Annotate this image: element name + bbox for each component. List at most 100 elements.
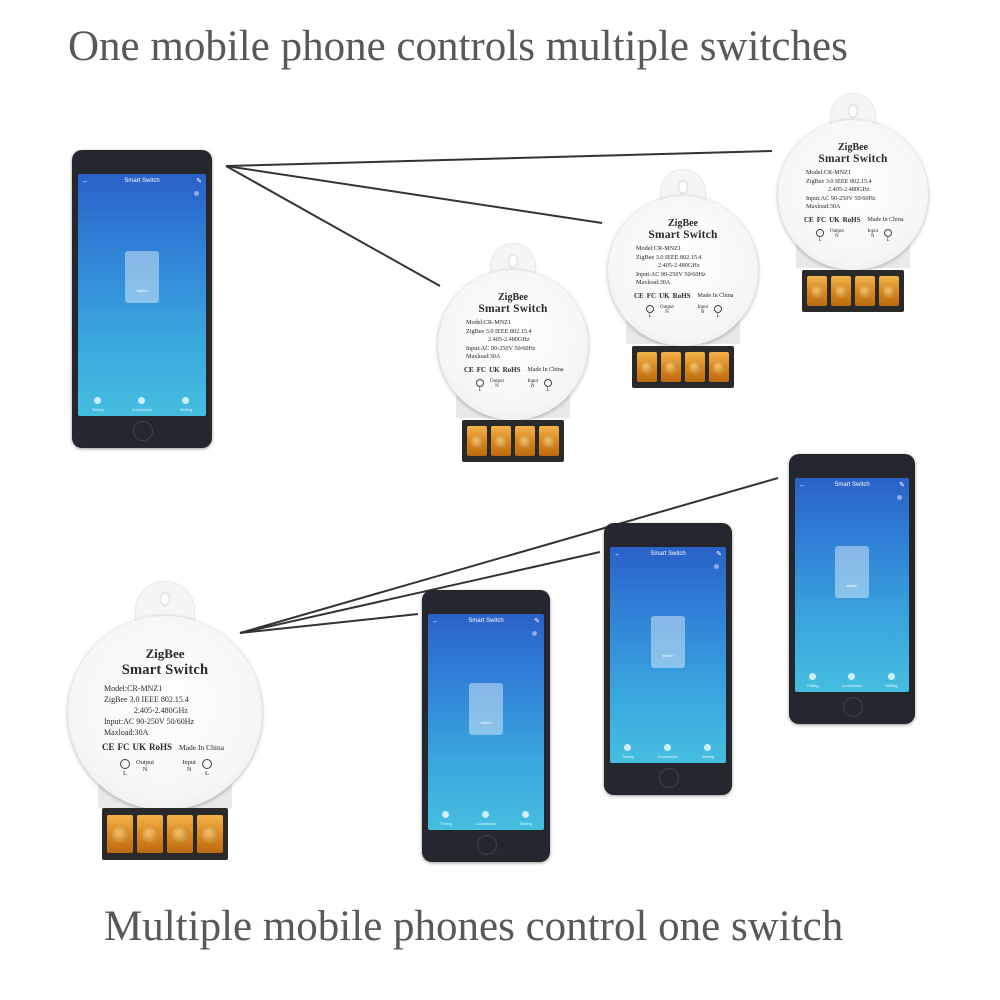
tab-label: Setting <box>701 754 715 759</box>
terminal-pin: L <box>202 759 212 777</box>
timer-icon <box>482 811 490 818</box>
pencil-icon[interactable]: ✎ <box>716 551 722 558</box>
spec-input: Input:AC 90-250V 50/60Hz <box>466 344 536 352</box>
home-button[interactable] <box>843 697 863 717</box>
gear-icon <box>522 811 530 818</box>
menu-dot-icon[interactable] <box>532 631 537 636</box>
tab-timing[interactable]: Timing <box>92 397 104 412</box>
arrow-left-icon[interactable]: ← <box>799 481 806 489</box>
terminal-screw <box>709 352 729 382</box>
output-label: Output <box>660 304 674 310</box>
made-in-text: Made In China <box>179 742 225 752</box>
tab-countdown[interactable]: Countdown <box>476 811 496 826</box>
pencil-icon[interactable]: ✎ <box>196 178 202 185</box>
screw-icon <box>882 284 896 298</box>
terminal-screw <box>107 815 133 853</box>
arrow-left-icon[interactable]: ← <box>82 177 89 185</box>
tab-setting[interactable]: Setting <box>520 811 532 826</box>
tab-countdown[interactable]: Countdown <box>132 397 152 412</box>
home-button[interactable] <box>659 768 679 788</box>
screw-icon <box>201 825 219 843</box>
pin-label: L <box>716 313 720 319</box>
menu-dot-icon[interactable] <box>194 191 199 196</box>
tab-label: Timing <box>439 821 452 826</box>
phone: ← Smart Switch ✎ switch Timing Countdown… <box>789 454 915 724</box>
terminal-screw <box>515 426 535 456</box>
pin-label: L <box>818 237 822 243</box>
tab-label: Timing <box>91 407 104 412</box>
connector-line <box>239 477 779 634</box>
connector-line <box>239 551 601 634</box>
tab-label: Countdown <box>657 754 678 759</box>
tab-setting[interactable]: Setting <box>180 397 192 412</box>
tab-timing[interactable]: Timing <box>807 673 818 688</box>
clock-icon <box>94 397 102 404</box>
app-title: Smart Switch <box>468 618 504 624</box>
tab-countdown[interactable]: Countdown <box>658 744 678 759</box>
terminal-pin: L <box>816 228 824 243</box>
terminal-pin: L <box>714 304 722 319</box>
terminal-block <box>102 808 228 860</box>
screw-icon <box>494 434 508 448</box>
switch-body: ZigBee Smart Switch Model:CR-MNZ1 ZigBee… <box>68 616 262 810</box>
cert-ce: CE <box>634 291 644 300</box>
pencil-icon[interactable]: ✎ <box>899 482 905 489</box>
tab-setting[interactable]: Setting <box>885 673 897 688</box>
terminal-screw <box>661 352 681 382</box>
smart-switch-device: ZigBee Smart Switch Model:CR-MNZ1 ZigBee… <box>778 94 928 319</box>
terminal-block <box>802 270 904 312</box>
tab-timing[interactable]: Timing <box>622 744 634 759</box>
tab-countdown[interactable]: Countdown <box>842 673 862 688</box>
pin-label: L <box>546 387 550 393</box>
timer-icon <box>848 673 856 680</box>
switch-specs: Model:CR-MNZ1 ZigBee 3.0 IEEE 802.15.4 2… <box>806 169 928 212</box>
switch-body: ZigBee Smart Switch Model:CR-MNZ1 ZigBee… <box>608 196 758 346</box>
switch-tile[interactable]: switch <box>835 546 869 599</box>
screw-icon <box>171 825 189 843</box>
certification-marks: CE FC UK RoHS Made In China <box>102 742 262 752</box>
terminal-screw <box>467 426 487 456</box>
menu-dot-icon[interactable] <box>714 564 719 569</box>
switch-tile[interactable]: switch <box>469 683 503 736</box>
output-label: Output <box>830 228 844 234</box>
hanging-hole <box>678 180 688 194</box>
terminal-screw <box>539 426 559 456</box>
pin-label: N <box>495 383 499 389</box>
cert-uk: UK <box>132 742 147 752</box>
tab-timing[interactable]: Timing <box>440 811 452 826</box>
tab-setting[interactable]: Setting <box>702 744 714 759</box>
switch-body: ZigBee Smart Switch Model:CR-MNZ1 ZigBee… <box>438 270 588 420</box>
phone: ← Smart Switch ✎ switch Timing Countdown… <box>604 523 732 795</box>
home-button[interactable] <box>133 421 153 441</box>
spec-maxload: Maxload:30A <box>806 203 841 211</box>
switch-tile[interactable]: switch <box>651 616 685 669</box>
tab-label: Countdown <box>841 683 862 688</box>
bottom-tabs: Timing Countdown Setting <box>78 397 206 412</box>
tab-label: Countdown <box>131 407 152 412</box>
menu-dot-icon[interactable] <box>897 495 902 500</box>
pencil-icon[interactable]: ✎ <box>534 618 540 625</box>
tab-label: Timing <box>621 754 634 759</box>
gear-icon <box>887 673 895 680</box>
screw-icon <box>664 360 678 374</box>
app-header: ← Smart Switch ✎ <box>78 174 206 188</box>
phone-screen: ← Smart Switch ✎ switch Timing Countdown… <box>610 547 726 763</box>
cert-fc: FC <box>646 291 657 300</box>
arrow-left-icon[interactable]: ← <box>614 550 621 558</box>
terminal-icon <box>202 759 212 769</box>
screw-icon <box>542 434 556 448</box>
smart-switch-device: ZigBee Smart Switch Model:CR-MNZ1 ZigBee… <box>608 170 758 395</box>
arrow-left-icon[interactable]: ← <box>432 617 439 625</box>
home-button[interactable] <box>477 835 497 855</box>
switch-tile[interactable]: switch <box>125 251 159 304</box>
spec-input: Input:AC 90-250V 50/60Hz <box>636 270 706 278</box>
